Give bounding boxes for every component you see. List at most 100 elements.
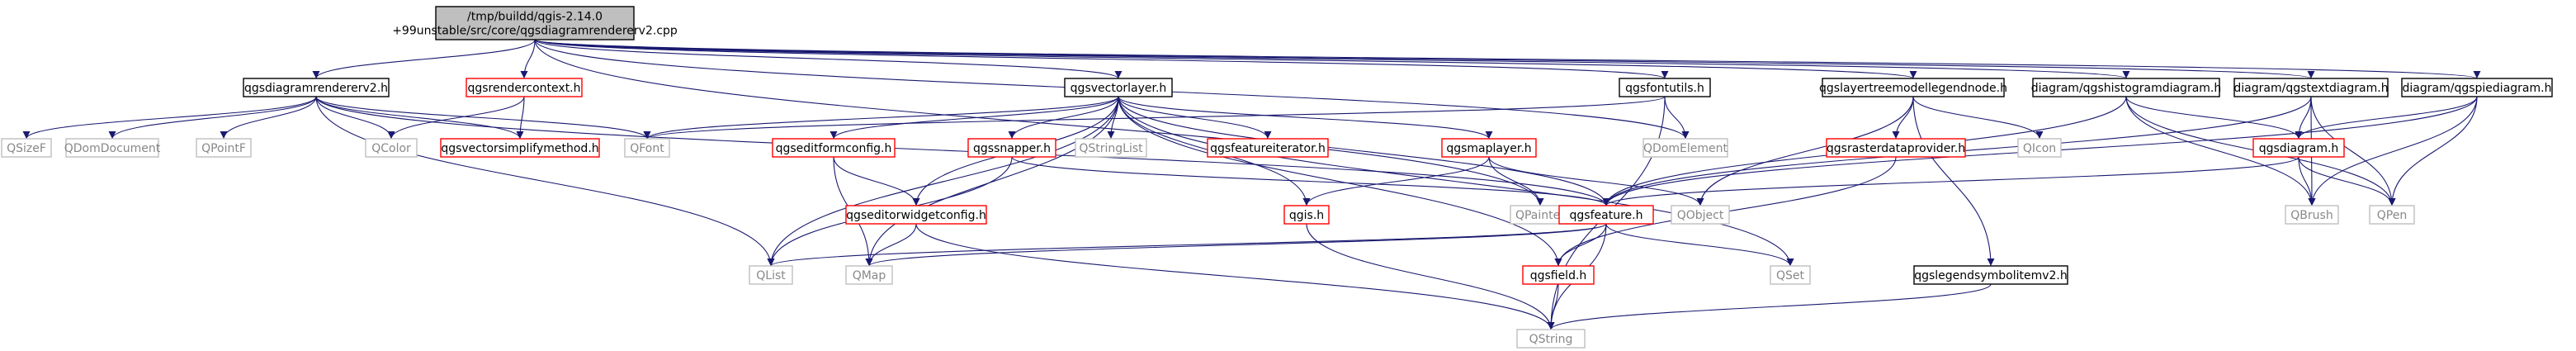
edge-qgsvectorlayer-h-to-qgsfeatureiterator-h: [1118, 96, 1272, 140]
node-box: [624, 138, 670, 158]
node-qgsvectorsimplifymethod-h[interactable]: qgsvectorsimplifymethod.h: [440, 138, 600, 158]
node-box: [2252, 138, 2345, 158]
node-label: qgsfeature.h: [1570, 209, 1643, 222]
node-label: qgsfontutils.h: [1625, 82, 1704, 95]
node-box: [2369, 205, 2415, 225]
edge-qgsdiagram-h-to-qgsfeature-h: [1602, 156, 2299, 206]
node-qstring: QString: [1516, 329, 1586, 349]
node-label: /tmp/buildd/qgis-2.14.0: [467, 11, 603, 24]
node-qobject: QObject: [1671, 205, 1730, 225]
edge-qgslayertreemodellegendnode-h-to-qgsrasterdataprovider-h: [1892, 96, 1914, 140]
node-label: QFont: [630, 142, 664, 155]
node-qgssnapper-h[interactable]: qgssnapper.h: [967, 138, 1056, 158]
edge-root-to-qgsfontutils-h: [534, 39, 1668, 79]
node-label: qgsrasterdataprovider.h: [1827, 142, 1965, 155]
node-qgseditorwidgetconfig-h[interactable]: qgseditorwidgetconfig.h: [845, 205, 987, 225]
node-label: QBrush: [2290, 209, 2333, 222]
node-box: [1064, 78, 1173, 97]
node-label: QString: [1529, 333, 1573, 346]
edge-qgsfield-h-to-qstring: [1547, 283, 1559, 330]
node-box: [845, 265, 893, 285]
node-box: [2401, 78, 2553, 97]
node-qgis-h[interactable]: qgis.h: [1283, 205, 1330, 225]
node-label: qgsvectorsimplifymethod.h: [441, 142, 598, 155]
node-box: [1283, 205, 1330, 225]
edge-qgspiediagram-h-to-qgsdiagram-h: [2295, 96, 2478, 140]
node-qgslayertreemodellegendnode-h[interactable]: qgslayertreemodellegendnode.h: [1819, 78, 2007, 97]
node-qgsmaplayer-h[interactable]: qgsmaplayer.h: [1441, 138, 1537, 158]
node-qgsfeature-h[interactable]: qgsfeature.h: [1558, 205, 1654, 225]
node-label: QPointF: [201, 142, 246, 155]
node-qpen: QPen: [2369, 205, 2415, 225]
node-box: [435, 6, 635, 40]
edge-qgsdiagramrendererv2-h-to-qlist: [315, 96, 775, 267]
node-label: diagram/qgstextdiagram.h: [2233, 82, 2388, 95]
node-qgsfontutils-h[interactable]: qgsfontutils.h: [1619, 78, 1711, 97]
edge-qgsdiagram-h-to-qbrush: [2298, 156, 2316, 206]
node-label: qgslayertreemodellegendnode.h: [1819, 82, 2007, 95]
edge-qgsfeature-h-to-qlist: [767, 223, 1607, 267]
node-qgsdiagramrendererv2-h[interactable]: qgsdiagramrendererv2.h: [243, 78, 390, 97]
edge-root-to-qgsdiagramrendererv2-h: [312, 39, 536, 79]
node-box: [1619, 78, 1711, 97]
node-box: [466, 78, 583, 97]
node-diagram-qgshistogramdiagram-h[interactable]: diagram/qgshistogramdiagram.h: [2031, 78, 2222, 97]
node-label: diagram/qgspiediagram.h: [2403, 82, 2552, 95]
node-diagram-qgstextdiagram-h[interactable]: diagram/qgstextdiagram.h: [2233, 78, 2389, 97]
node-box: [365, 138, 418, 158]
node-qlist: QList: [749, 265, 793, 285]
node-box: [1822, 78, 2005, 97]
node-qgsfeatureiterator-h[interactable]: qgsfeatureiterator.h: [1207, 138, 1329, 158]
node-box: [1075, 138, 1147, 158]
edge-root-to-qgslayertreemodellegendnode-h: [534, 39, 1917, 79]
node-qgsfield-h[interactable]: qgsfield.h: [1522, 265, 1595, 285]
node-box: [749, 265, 793, 285]
node-qstringlist: QStringList: [1075, 138, 1147, 158]
node-qgslegendsymbolitemv2-h[interactable]: qgslegendsymbolitemv2.h: [1913, 265, 2068, 285]
edge-qgsmaplayer-h-to-qpainter: [1488, 156, 1544, 206]
node-qgsdiagram-h[interactable]: qgsdiagram.h: [2252, 138, 2345, 158]
edge-qgslayertreemodellegendnode-h-to-qobject: [1696, 96, 1914, 206]
node-qfont: QFont: [624, 138, 670, 158]
node-label: QList: [756, 269, 786, 282]
node-box: [2233, 78, 2389, 97]
node-box: [243, 78, 390, 97]
edge-qgsdiagramrendererv2-h-to-qgsvectorsimplifymethod-h: [315, 96, 524, 140]
node-qdomelement: QDomElement: [1642, 138, 1728, 158]
node-label: QSizeF: [7, 142, 46, 155]
node-box: [1913, 265, 2068, 285]
edge-qgsmaplayer-h-to-qobject: [1488, 156, 1704, 206]
edge-root-to-qgshistogramdiagram-h: [534, 39, 2129, 79]
node-qset: QSet: [1770, 265, 1811, 285]
edge-qgspiediagram-h-to-qbrush: [2308, 96, 2478, 206]
edge-qgsdiagramrendererv2-h-to-qpointf: [220, 96, 317, 140]
node-qgsrasterdataprovider-h[interactable]: qgsrasterdataprovider.h: [1826, 138, 1966, 158]
node-box: [1441, 138, 1537, 158]
edge-qgsvectorlayer-h-to-qgssnapper-h: [1008, 96, 1119, 140]
node-box: [196, 138, 252, 158]
node-box: [1522, 265, 1595, 285]
edge-qgspiediagram-h-to-qpen: [2388, 96, 2478, 206]
edge-qgshistogramdiagram-h-to-qgsdiagram-h: [2125, 96, 2303, 140]
node-diagram-qgspiediagram-h[interactable]: diagram/qgspiediagram.h: [2401, 78, 2553, 97]
edge-qgslegendsymbolitemv2-h-to-qstring: [1547, 283, 1992, 330]
edge-root-to-qgsrendercontext-h: [520, 39, 536, 79]
node-box: [1558, 205, 1654, 225]
node-label: qgsmaplayer.h: [1446, 142, 1531, 155]
node-tmp-buildd-qgis-2-14-0-99unstable-src-core-qgsdiagramrendererv2-cpp[interactable]: /tmp/buildd/qgis-2.14.0+99unstable/src/c…: [392, 6, 678, 40]
node-label: qgis.h: [1289, 209, 1324, 222]
node-label: diagram/qgshistogramdiagram.h: [2031, 82, 2222, 95]
node-label: qgseditorwidgetconfig.h: [846, 209, 986, 222]
node-qgsrendercontext-h[interactable]: qgsrendercontext.h: [466, 78, 583, 97]
file-nodes: /tmp/buildd/qgis-2.14.0+99unstable/src/c…: [1, 6, 2553, 349]
edge-qgsdiagram-h-to-qpen: [2298, 156, 2396, 206]
node-box: [2032, 78, 2220, 97]
node-box: [772, 138, 896, 158]
edge-qgshistogramdiagram-h-to-qbrush: [2125, 96, 2316, 206]
edge-qgsvectorlayer-h-to-qlist: [767, 96, 1119, 267]
node-qgseditformconfig-h[interactable]: qgseditformconfig.h: [772, 138, 896, 158]
edge-qgsfontutils-h-to-qdomelement: [1664, 96, 1690, 140]
edge-qgsfontutils-h-to-qfont: [643, 96, 1666, 140]
node-qpointf: QPointF: [196, 138, 252, 158]
node-qgsvectorlayer-h[interactable]: qgsvectorlayer.h: [1064, 78, 1173, 97]
